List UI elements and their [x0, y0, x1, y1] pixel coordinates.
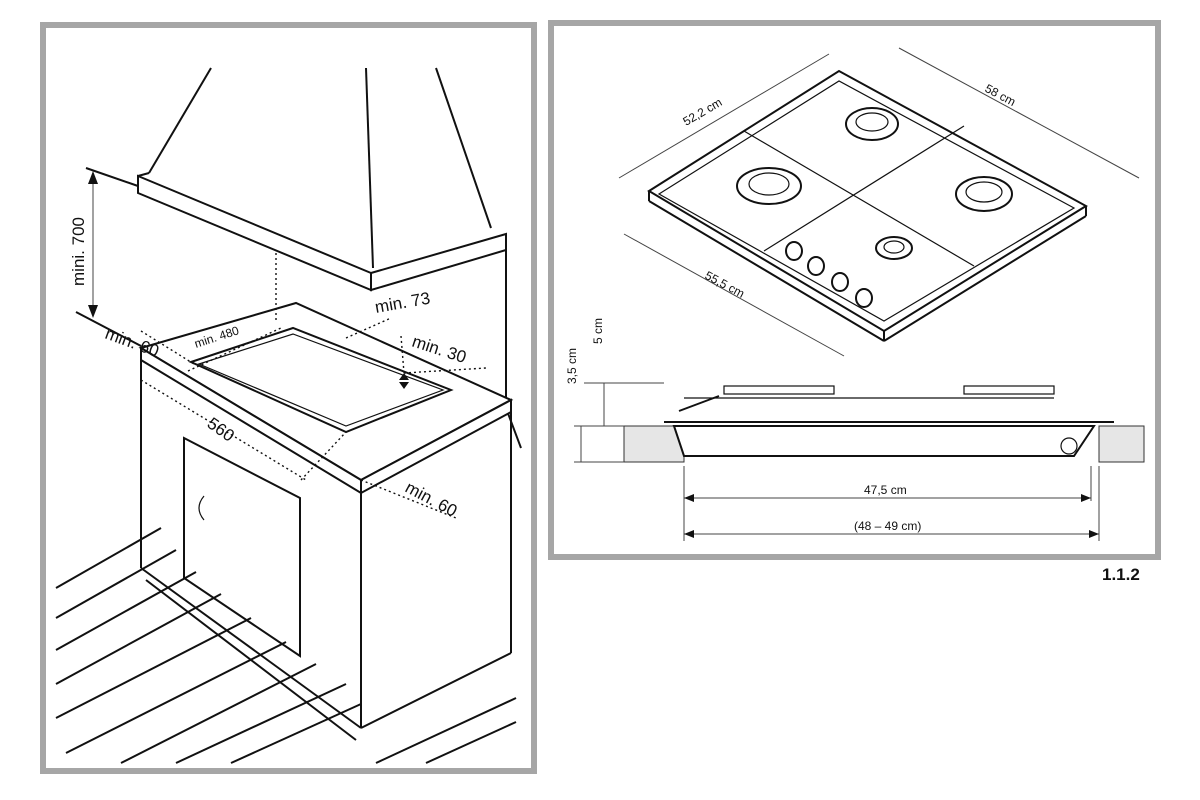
door-handle [198, 495, 205, 521]
label-5-cm: 5 cm [591, 318, 605, 344]
burner-back-left [736, 167, 802, 205]
label-560: 560 [204, 414, 238, 446]
installation-clearance-drawing: mini. 700 min. 60 min. 480 min. 73 min. … [55, 67, 522, 764]
hob-perspective [647, 69, 1088, 342]
hob-dimensions-panel: 52,2 cm 58 cm 55,5 cm 5 cm 3,5 cm [548, 20, 1161, 560]
hob-section-view [623, 385, 1145, 463]
label-mini-700: mini. 700 [69, 217, 88, 286]
worktop-right [1098, 425, 1145, 463]
control-knob-3 [831, 272, 849, 292]
burner-front-right [955, 176, 1013, 212]
label-58-cm: 58 cm [983, 81, 1018, 109]
hob-cutout [188, 326, 454, 434]
dim-55-5-line [623, 233, 845, 357]
burner-front-small [875, 236, 913, 260]
burner-back-right [845, 107, 899, 141]
installation-clearance-panel: mini. 700 min. 60 min. 480 min. 73 min. … [40, 22, 537, 774]
extractor-hood [137, 67, 507, 292]
control-knob-2 [807, 256, 825, 276]
dim-58-line [898, 47, 1140, 179]
label-52-2-cm: 52,2 cm [681, 95, 725, 128]
control-knob-4 [855, 288, 873, 308]
control-knob-1 [785, 241, 803, 261]
label-47-5-cm: 47,5 cm [864, 483, 907, 497]
hob-dimensions-drawing: 52,2 cm 58 cm 55,5 cm 5 cm 3,5 cm [565, 47, 1145, 541]
oven-door [183, 436, 301, 658]
label-48-49-cm: (48 – 49 cm) [854, 519, 921, 533]
label-3-5-cm: 3,5 cm [565, 348, 579, 384]
figure-number: 1.1.2 [1102, 565, 1140, 584]
label-55-5-cm: 55,5 cm [703, 268, 747, 300]
floor-planks [55, 527, 517, 764]
label-min-60-right: min. 60 [402, 478, 460, 521]
dim-52-2-line [618, 53, 830, 179]
label-min-60-left: min. 60 [103, 324, 162, 361]
label-min-73: min. 73 [373, 289, 431, 317]
worktop-left [623, 425, 685, 463]
